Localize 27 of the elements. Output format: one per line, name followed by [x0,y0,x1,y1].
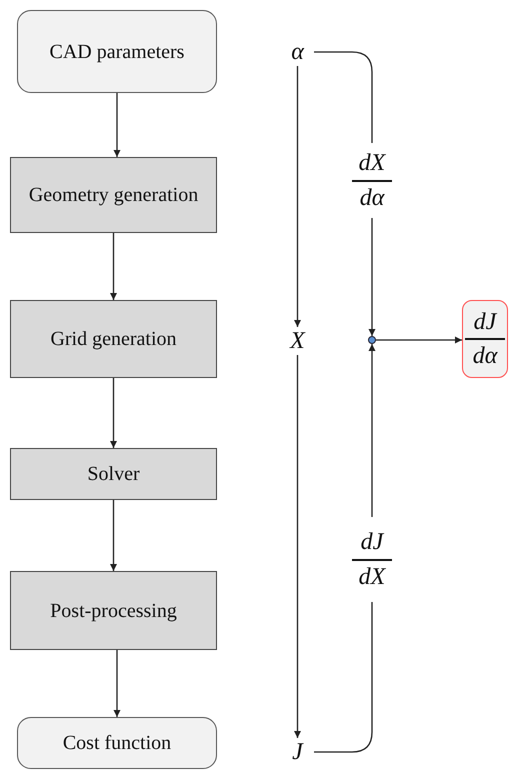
terminal-box: CAD parameters [17,10,217,93]
arrow [294,355,301,738]
arrow [376,336,462,344]
math-symbol: J [285,738,310,766]
arrow [110,378,117,448]
process-box: Geometry generation [10,157,217,233]
denominator: dX [358,564,387,590]
numerator: dJ [360,529,386,556]
arrow [368,344,376,517]
denominator: dα [358,184,386,211]
numerator: dJ [472,308,498,335]
math-symbol: X [285,327,310,355]
process-box: Grid generation [10,300,217,378]
denominator: dα [472,343,499,370]
arrow [110,500,117,571]
junction-dot [368,336,376,344]
terminal-box: Cost function [17,717,217,769]
process-box: Solver [10,448,217,500]
arrow [294,66,301,327]
numerator: dX [358,150,387,176]
arrow [368,218,376,336]
result-box [462,300,508,378]
math-symbol: α [285,38,310,66]
arrow [114,650,120,717]
arrow [110,233,117,300]
arrow [114,93,120,157]
process-box: Post-processing [10,571,217,650]
